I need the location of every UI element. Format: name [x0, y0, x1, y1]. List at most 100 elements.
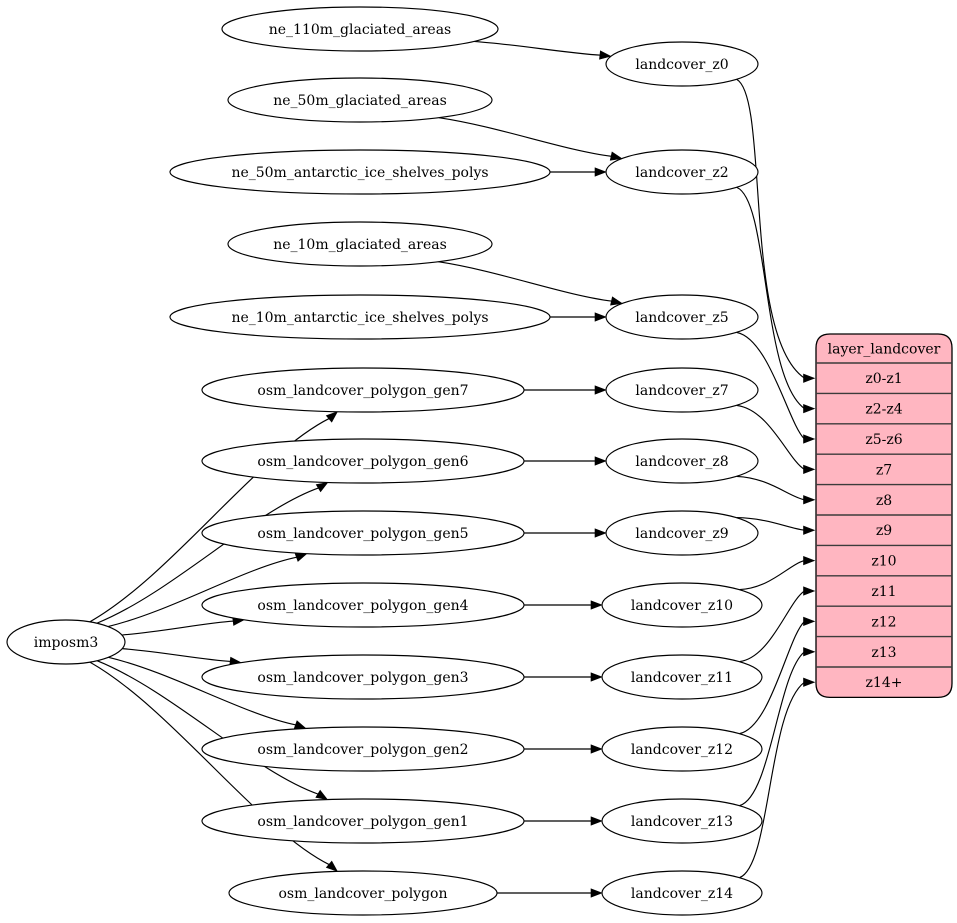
edge-imposm3-to-osm_landcover_polygon_gen1	[96, 660, 320, 795]
node-shape-landcover_z14	[601, 870, 763, 916]
node-label-landcover_z9: landcover_z9	[635, 526, 728, 542]
table-row-z8[interactable]: z8	[876, 493, 892, 509]
arrowhead-ne_10m_glaciated_areas-to-landcover_z5	[610, 296, 623, 306]
arrowhead-landcover_z14-to-table-z14+	[803, 677, 816, 687]
arrowhead-osm_landcover_polygon_gen3-to-landcover_z11	[590, 672, 603, 682]
edge-landcover_z7-to-table-z7	[736, 404, 805, 470]
edge-imposm3-to-osm_landcover_polygon_gen6	[96, 487, 320, 624]
arrowhead-imposm3-to-osm_landcover_polygon_gen5	[294, 553, 308, 562]
node-osm_landcover_polygon_gen7[interactable]: osm_landcover_polygon_gen7	[201, 367, 525, 413]
node-shape-osm_landcover_polygon_gen3	[201, 654, 525, 700]
node-landcover_z5[interactable]: landcover_z5	[605, 294, 759, 340]
node-osm_landcover_polygon_gen3[interactable]: osm_landcover_polygon_gen3	[201, 654, 525, 700]
node-shape-ne_50m_glaciated_areas	[227, 77, 493, 123]
arrowhead-osm_landcover_polygon_gen5-to-landcover_z9	[594, 528, 607, 538]
node-landcover_z10[interactable]: landcover_z10	[601, 582, 763, 628]
table-row-z12[interactable]: z12	[871, 614, 896, 630]
node-landcover_z11[interactable]: landcover_z11	[601, 654, 763, 700]
node-landcover_z2[interactable]: landcover_z2	[605, 149, 759, 195]
node-shape-ne_10m_glaciated_areas	[227, 221, 493, 267]
arrowhead-landcover_z9-to-table-z9	[803, 525, 816, 535]
arrowhead-landcover_z2-to-table-z2-z4	[803, 403, 816, 414]
node-osm_landcover_polygon_gen2[interactable]: osm_landcover_polygon_gen2	[201, 726, 525, 772]
node-landcover_z9[interactable]: landcover_z9	[605, 510, 759, 556]
node-osm_landcover_polygon_gen4[interactable]: osm_landcover_polygon_gen4	[201, 582, 525, 628]
node-shape-imposm3	[6, 619, 126, 665]
node-ne_50m_antarctic_ice_shelves_polys[interactable]: ne_50m_antarctic_ice_shelves_polys	[169, 149, 551, 195]
layer-landcover-table-header: layer_landcover	[828, 342, 941, 358]
node-landcover_z13[interactable]: landcover_z13	[601, 798, 763, 844]
arrowhead-ne_50m_glaciated_areas-to-landcover_z2	[609, 151, 623, 161]
arrowhead-ne_50m_antarctic_ice_shelves_polys-to-landcover_z2	[594, 167, 607, 177]
node-landcover_z0[interactable]: landcover_z0	[605, 41, 759, 87]
node-ne_10m_glaciated_areas[interactable]: ne_10m_glaciated_areas	[227, 221, 493, 267]
node-label-osm_landcover_polygon: osm_landcover_polygon	[278, 886, 447, 902]
node-label-landcover_z12: landcover_z12	[631, 742, 733, 758]
edge-imposm3-to-osm_landcover_polygon_gen2	[108, 656, 297, 726]
arrowhead-landcover_z13-to-table-z13	[803, 647, 816, 657]
table-row-z9[interactable]: z9	[876, 523, 892, 539]
table-row-z11[interactable]: z11	[871, 584, 896, 600]
node-label-landcover_z8: landcover_z8	[635, 454, 728, 470]
node-label-ne_50m_glaciated_areas: ne_50m_glaciated_areas	[273, 93, 447, 109]
table-row-z13[interactable]: z13	[871, 645, 896, 661]
arrowhead-landcover_z10-to-table-z10	[803, 555, 816, 566]
edge-landcover_z5-to-table-z5-z6	[736, 331, 805, 440]
node-landcover_z7[interactable]: landcover_z7	[605, 367, 759, 413]
node-shape-ne_10m_antarctic_ice_shelves_polys	[169, 294, 551, 340]
node-shape-osm_landcover_polygon_gen7	[201, 367, 525, 413]
node-label-ne_10m_antarctic_ice_shelves_polys: ne_10m_antarctic_ice_shelves_polys	[231, 310, 488, 326]
arrowhead-landcover_z8-to-table-z8	[803, 495, 816, 505]
edges-layer	[89, 40, 816, 898]
arrowhead-landcover_z11-to-table-z11	[803, 586, 816, 596]
edge-landcover_z8-to-table-z8	[736, 475, 805, 501]
node-ne_110m_glaciated_areas[interactable]: ne_110m_glaciated_areas	[221, 6, 499, 52]
arrowhead-landcover_z5-to-table-z5-z6	[803, 434, 816, 444]
table-row-z0-z1[interactable]: z0-z1	[865, 371, 902, 387]
table-row-z7[interactable]: z7	[876, 462, 892, 478]
node-shape-landcover_z0	[605, 41, 759, 87]
table-row-z14-[interactable]: z14+	[866, 675, 903, 691]
node-landcover_z8[interactable]: landcover_z8	[605, 438, 759, 484]
node-label-ne_10m_glaciated_areas: ne_10m_glaciated_areas	[273, 237, 447, 253]
node-landcover_z14[interactable]: landcover_z14	[601, 870, 763, 916]
arrowhead-landcover_z0-to-table-z0-z1	[803, 373, 816, 383]
node-osm_landcover_polygon_gen5[interactable]: osm_landcover_polygon_gen5	[201, 510, 525, 556]
table-row-z10[interactable]: z10	[871, 554, 896, 570]
edge-imposm3-to-osm_landcover_polygon_gen5	[107, 556, 298, 628]
node-shape-osm_landcover_polygon_gen6	[201, 438, 525, 484]
node-label-osm_landcover_polygon_gen7: osm_landcover_polygon_gen7	[257, 383, 468, 399]
node-osm_landcover_polygon_gen6[interactable]: osm_landcover_polygon_gen6	[201, 438, 525, 484]
node-osm_landcover_polygon[interactable]: osm_landcover_polygon	[228, 870, 498, 916]
arrowhead-imposm3-to-osm_landcover_polygon_gen7	[325, 411, 339, 423]
table-row-z5-z6[interactable]: z5-z6	[865, 432, 902, 448]
node-landcover_z12[interactable]: landcover_z12	[601, 726, 763, 772]
arrowhead-ne_110m_glaciated_areas-to-landcover_z0	[599, 50, 612, 60]
nodes-layer: imposm3 ne_110m_glaciated_areas ne_50m_gla…	[6, 6, 763, 916]
node-ne_50m_glaciated_areas[interactable]: ne_50m_glaciated_areas	[227, 77, 493, 123]
node-label-landcover_z5: landcover_z5	[635, 310, 728, 326]
edge-landcover_z14-to-table-z14+	[739, 681, 805, 879]
table-row-z2-z4[interactable]: z2-z4	[865, 402, 902, 418]
node-label-landcover_z10: landcover_z10	[631, 598, 733, 614]
node-label-landcover_z2: landcover_z2	[635, 165, 728, 181]
node-shape-osm_landcover_polygon_gen1	[201, 798, 525, 844]
node-shape-landcover_z13	[601, 798, 763, 844]
node-label-landcover_z0: landcover_z0	[635, 57, 728, 73]
node-shape-landcover_z9	[605, 510, 759, 556]
node-shape-osm_landcover_polygon_gen4	[201, 582, 525, 628]
node-shape-osm_landcover_polygon_gen5	[201, 510, 525, 556]
node-shape-landcover_z11	[601, 654, 763, 700]
node-label-landcover_z13: landcover_z13	[631, 814, 733, 830]
node-label-osm_landcover_polygon_gen5: osm_landcover_polygon_gen5	[257, 526, 468, 542]
node-ne_10m_antarctic_ice_shelves_polys[interactable]: ne_10m_antarctic_ice_shelves_polys	[169, 294, 551, 340]
node-label-osm_landcover_polygon_gen3: osm_landcover_polygon_gen3	[257, 670, 468, 686]
node-imposm3[interactable]: imposm3	[6, 619, 126, 665]
arrowhead-imposm3-to-osm_landcover_polygon	[325, 860, 339, 872]
node-osm_landcover_polygon_gen1[interactable]: osm_landcover_polygon_gen1	[201, 798, 525, 844]
node-label-osm_landcover_polygon_gen4: osm_landcover_polygon_gen4	[257, 598, 468, 614]
node-shape-ne_50m_antarctic_ice_shelves_polys	[169, 149, 551, 195]
node-label-ne_50m_antarctic_ice_shelves_polys: ne_50m_antarctic_ice_shelves_polys	[231, 165, 488, 181]
